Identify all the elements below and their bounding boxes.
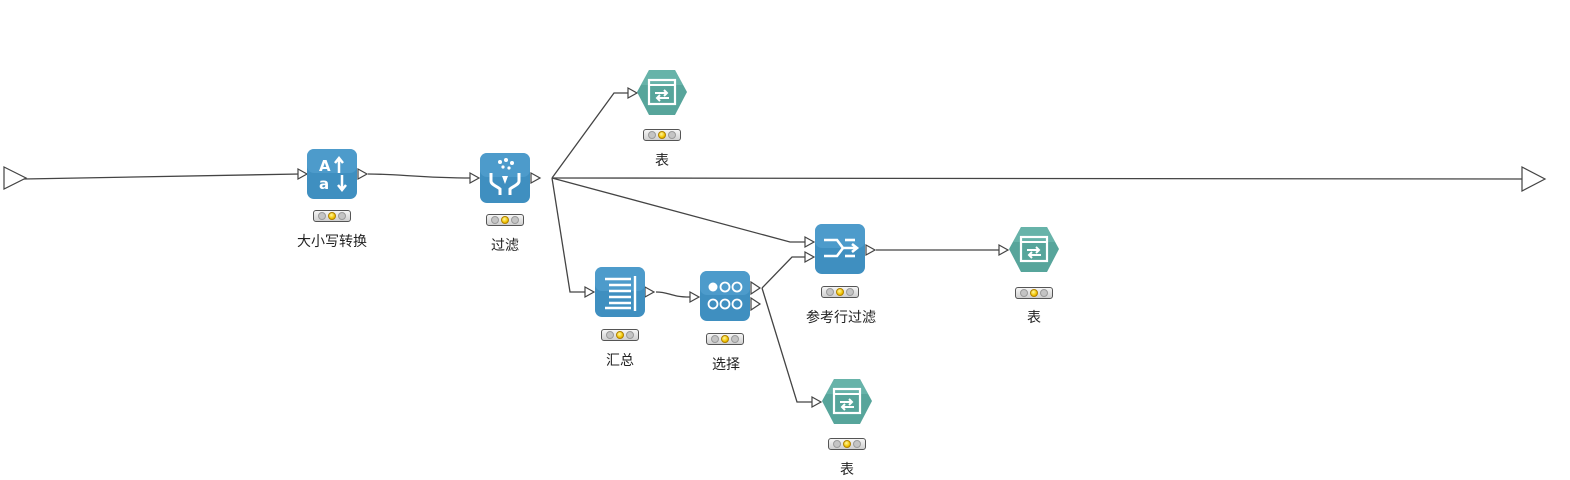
status-dot [846, 288, 854, 296]
status-table-top [643, 129, 681, 141]
status-dot-active [328, 212, 336, 220]
status-dot [338, 212, 346, 220]
status-dot [668, 131, 676, 139]
table-top-in-port[interactable] [627, 86, 639, 100]
workflow-output-port[interactable] [1521, 166, 1547, 192]
case-convert-in-port[interactable] [297, 167, 309, 181]
case-convert-icon: A a [307, 149, 357, 199]
select-out-port-1[interactable] [750, 280, 762, 296]
edge-case-convert-to-filter[interactable] [367, 173, 473, 179]
status-dot [648, 131, 656, 139]
status-dot [1040, 289, 1048, 297]
status-table-bottom [828, 438, 866, 450]
status-select [706, 333, 744, 345]
ref-row-filter-out-port[interactable] [865, 243, 877, 257]
edge-select-to-table-bottom[interactable] [761, 287, 812, 403]
ref-row-filter-in-port-1[interactable] [804, 235, 816, 249]
node-label-aggregate: 汇总 [606, 353, 634, 369]
node-case-convert[interactable]: A a [307, 149, 357, 199]
node-label-table-top: 表 [655, 153, 669, 169]
status-dot [853, 440, 861, 448]
status-dot-active [616, 331, 624, 339]
select-icon [700, 271, 750, 321]
node-label-select: 选择 [712, 357, 740, 373]
node-ref-row-filter[interactable] [815, 224, 865, 274]
node-filter[interactable] [480, 153, 530, 203]
edge-filter-to-ref-row-filter[interactable] [551, 177, 806, 243]
node-table-right[interactable] [1009, 226, 1059, 276]
table-output-icon [822, 379, 872, 424]
status-table-right [1015, 287, 1053, 299]
status-dot-active [721, 335, 729, 343]
node-table-top[interactable] [637, 69, 687, 119]
svg-text:a: a [319, 175, 329, 193]
status-dot [711, 335, 719, 343]
status-dot [1020, 289, 1028, 297]
status-ref-row-filter [821, 286, 859, 298]
svg-text:A: A [319, 157, 331, 175]
workflow-input-port[interactable] [3, 166, 28, 190]
aggregate-in-port[interactable] [584, 285, 596, 299]
status-dot [491, 216, 499, 224]
edge-filter-to-aggregate[interactable] [551, 177, 586, 293]
table-output-icon [1009, 227, 1059, 272]
status-dot [626, 331, 634, 339]
node-label-table-bottom: 表 [840, 462, 854, 478]
status-dot [833, 440, 841, 448]
select-in-port[interactable] [689, 290, 701, 304]
aggregate-out-port[interactable] [644, 285, 656, 299]
select-out-port-2[interactable] [750, 296, 762, 312]
table-bottom-in-port[interactable] [811, 395, 823, 409]
edge-filter-to-output[interactable] [551, 177, 1523, 180]
status-dot-active [836, 288, 844, 296]
node-select[interactable] [700, 271, 750, 321]
filter-icon [480, 153, 530, 203]
edge-aggregate-to-select[interactable] [655, 291, 691, 298]
aggregate-icon [595, 267, 645, 317]
table-right-in-port[interactable] [998, 243, 1010, 257]
status-dot-active [843, 440, 851, 448]
status-dot [318, 212, 326, 220]
node-label-table-right: 表 [1027, 310, 1041, 326]
case-convert-out-port[interactable] [357, 167, 369, 181]
status-dot-active [1030, 289, 1038, 297]
status-dot-active [658, 131, 666, 139]
node-label-ref-row-filter: 参考行过滤 [806, 310, 876, 326]
reference-row-filter-icon [815, 224, 865, 274]
node-aggregate[interactable] [595, 267, 645, 317]
status-dot [511, 216, 519, 224]
status-aggregate [601, 329, 639, 341]
ref-row-filter-in-port-2[interactable] [804, 250, 816, 264]
node-label-case-convert: 大小写转换 [297, 234, 367, 250]
status-dot [826, 288, 834, 296]
status-filter [486, 214, 524, 226]
filter-out-port[interactable] [530, 171, 542, 185]
node-table-bottom[interactable] [822, 378, 872, 428]
status-dot [606, 331, 614, 339]
status-dot [731, 335, 739, 343]
table-output-icon [637, 70, 687, 115]
edge-input-to-case-convert[interactable] [23, 173, 301, 180]
edge-select-to-ref-row-filter[interactable] [761, 256, 808, 289]
filter-in-port[interactable] [469, 171, 481, 185]
status-dot-active [501, 216, 509, 224]
node-label-filter: 过滤 [491, 238, 519, 254]
edge-filter-to-table-top[interactable] [551, 92, 632, 179]
status-case-convert [313, 210, 351, 222]
